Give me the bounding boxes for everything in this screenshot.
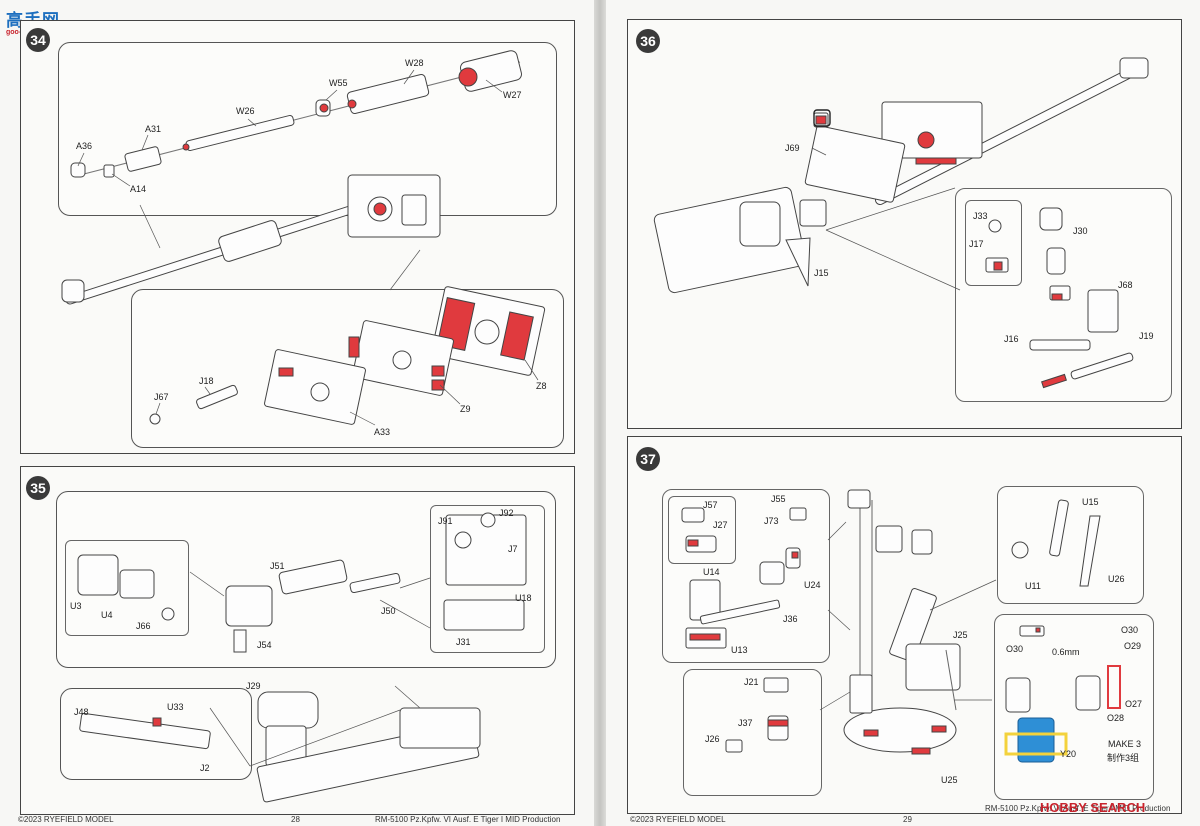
left-copyright: ©2023 RYEFIELD MODEL [18, 815, 114, 824]
left-page-number: 28 [291, 815, 300, 824]
label-j37: J37 [738, 718, 753, 728]
label-j57: J57 [703, 500, 718, 510]
step-36-drawing [653, 57, 1149, 389]
label-o30-top: O30 [1121, 625, 1139, 635]
label-j51: J51 [270, 561, 285, 571]
label-o28: O28 [1107, 713, 1125, 723]
label-j27: J27 [713, 520, 728, 530]
label-u26: U26 [1108, 574, 1125, 584]
label-j91: J91 [438, 516, 453, 526]
label-u3: U3 [70, 601, 82, 611]
label-j73: J73 [764, 516, 779, 526]
label-j17: J17 [969, 239, 984, 249]
hobby-search-logo: HOBBY SEARCH [1040, 800, 1145, 815]
label-j25: J25 [953, 630, 968, 640]
label-u24: U24 [804, 580, 821, 590]
label-w26: W26 [236, 106, 255, 116]
step-36-number: 36 [636, 29, 660, 53]
brand-text: HOBBY SEARCH [1040, 800, 1146, 815]
label-j2: J2 [200, 763, 210, 773]
label-w55: W55 [329, 78, 348, 88]
label-u11: U11 [1025, 581, 1041, 591]
label-z9: Z9 [460, 404, 471, 414]
label-j29: J29 [246, 681, 261, 691]
label-u13: U13 [731, 645, 748, 655]
step-35-number: 35 [26, 476, 50, 500]
label-u18: U18 [515, 593, 532, 603]
label-j33: J33 [973, 211, 988, 221]
label-w27: W27 [503, 90, 522, 100]
label-a14: A14 [130, 184, 147, 194]
step-37-inset-j57 [668, 496, 736, 564]
step-35-drawing [77, 512, 527, 803]
label-u14: U14 [703, 567, 720, 577]
label-u4: U4 [101, 610, 113, 620]
label-j68: J68 [1118, 280, 1133, 290]
label-a31: A31 [145, 124, 162, 134]
label-o27: O27 [1125, 699, 1143, 709]
label-j16: J16 [1004, 334, 1019, 344]
label-j92: J92 [499, 508, 514, 518]
label-thickness: 0.6mm [1052, 647, 1080, 657]
label-j55: J55 [771, 494, 786, 504]
label-o29: O29 [1124, 641, 1142, 651]
label-w28: W28 [405, 58, 424, 68]
label-make-3-cn: 制作3组 [1107, 753, 1140, 763]
step-37-drawing [681, 489, 1121, 763]
label-j15: J15 [814, 268, 829, 278]
label-make-3: MAKE 3 [1108, 739, 1142, 749]
step-37-inset-u15 [997, 486, 1144, 604]
label-j31: J31 [456, 637, 471, 647]
label-a36: A36 [76, 141, 93, 151]
label-j36: J36 [783, 614, 798, 624]
label-j50: J50 [381, 606, 396, 616]
label-o30-left: O30 [1006, 644, 1024, 654]
right-footer-title: RM-5100 Pz.Kpfw. VI Ausf. E Tiger I MID … [985, 804, 1171, 813]
label-a33: A33 [374, 427, 391, 437]
step-37-inset-bottom-left [683, 669, 822, 796]
label-u25: U25 [941, 775, 958, 785]
label-j67: J67 [154, 392, 169, 402]
step-34-drawing [61, 50, 546, 426]
book-spine [594, 0, 606, 826]
step-34-number: 34 [26, 28, 50, 52]
label-u33: U33 [167, 702, 184, 712]
right-copyright: ©2023 RYEFIELD MODEL [630, 815, 726, 824]
label-j30: J30 [1073, 226, 1088, 236]
label-j48: J48 [74, 707, 89, 717]
label-j19: J19 [1139, 331, 1154, 341]
right-page-number: 29 [903, 815, 912, 824]
step-37-number: 37 [636, 447, 660, 471]
label-j26: J26 [705, 734, 720, 744]
label-j66: J66 [136, 621, 151, 631]
label-u15: U15 [1082, 497, 1099, 507]
label-j18: J18 [199, 376, 214, 386]
label-j7: J7 [508, 544, 518, 554]
label-j69: J69 [785, 143, 800, 153]
label-y20: Y20 [1060, 749, 1077, 759]
label-z8: Z8 [536, 381, 547, 391]
left-footer-title: RM-5100 Pz.Kpfw. VI Ausf. E Tiger I MID … [375, 815, 561, 824]
label-j54: J54 [257, 640, 272, 650]
label-j21: J21 [744, 677, 759, 687]
